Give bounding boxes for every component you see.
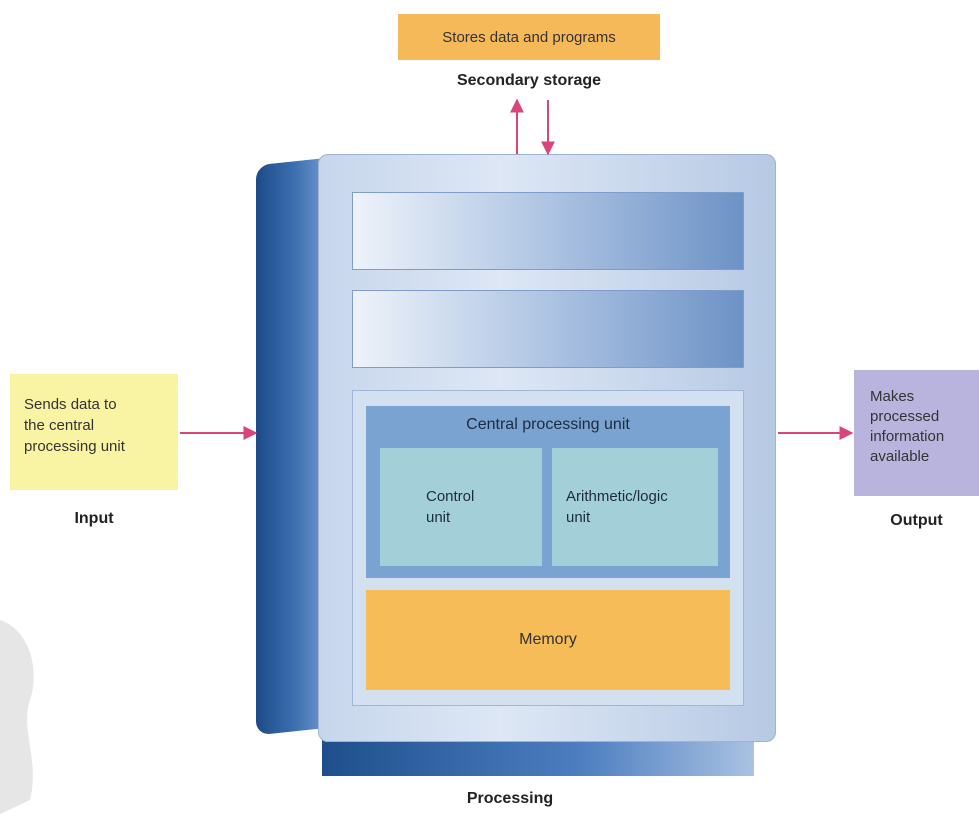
input-text-line: processing unit bbox=[24, 438, 125, 455]
control-unit-line: unit bbox=[426, 509, 451, 526]
processing-label: Processing bbox=[466, 790, 554, 807]
output-label: Output bbox=[890, 512, 943, 529]
cpu-title: Central processing unit bbox=[466, 416, 630, 433]
output-text-line: Makes bbox=[870, 388, 915, 405]
alu-block: Arithmetic/logic unit bbox=[552, 448, 718, 566]
control-unit-line: Control bbox=[426, 488, 475, 505]
memory-label: Memory bbox=[519, 631, 577, 648]
output-text-line: available bbox=[870, 448, 930, 465]
control-unit-block: Control unit bbox=[380, 448, 542, 566]
output-text-line: processed bbox=[870, 408, 940, 425]
secondary-storage-description: Stores data and programs bbox=[442, 28, 616, 46]
drive-bay-1 bbox=[352, 192, 744, 270]
output-text-line: information bbox=[870, 428, 945, 445]
drive-bay-2 bbox=[352, 290, 744, 368]
secondary-storage-box: Stores data and programs bbox=[398, 14, 660, 60]
input-text-line: the central bbox=[24, 417, 95, 434]
memory-block: Memory bbox=[366, 590, 730, 690]
alu-line: Arithmetic/logic bbox=[566, 488, 668, 505]
cabinet-base bbox=[322, 736, 754, 776]
input-label: Input bbox=[74, 510, 114, 527]
secondary-storage-label: Secondary storage bbox=[456, 72, 602, 89]
input-box: Sends data to the central processing uni… bbox=[10, 374, 178, 490]
input-text-line: Sends data to bbox=[24, 396, 117, 413]
alu-line: unit bbox=[566, 509, 591, 526]
decorative-shape bbox=[0, 620, 34, 814]
output-box: Makes processed information available bbox=[854, 370, 979, 496]
